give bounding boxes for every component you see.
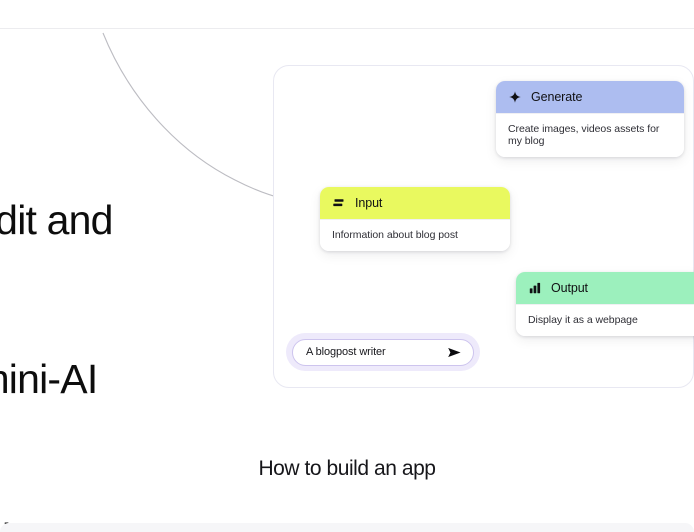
input-bars-icon <box>333 199 344 207</box>
flow-node-generate-header: Generate <box>496 81 684 113</box>
flow-node-input-header: Input <box>320 187 510 219</box>
caption-text: How to build an app <box>258 457 436 480</box>
flow-node-generate-title: Generate <box>531 90 583 104</box>
prompt-input-value[interactable]: A blogpost writer <box>306 346 386 358</box>
prompt-input-halo: A blogpost writer <box>286 333 480 371</box>
flow-node-input-description: Information about blog post <box>320 219 510 251</box>
headline-line-1: d, edit and <box>0 197 113 243</box>
flow-node-input-title: Input <box>355 196 383 210</box>
flow-node-output-title: Output <box>551 281 588 295</box>
flow-node-input[interactable]: Input Information about blog post <box>320 187 510 251</box>
flow-node-output[interactable]: Output Display it as a webpage <box>516 272 694 336</box>
flow-node-output-description: Display it as a webpage <box>516 304 694 336</box>
top-divider <box>0 28 694 29</box>
flow-node-generate[interactable]: Generate Create images, videos assets fo… <box>496 81 684 157</box>
flow-node-generate-description: Create images, videos assets for my blog <box>496 113 684 157</box>
bottom-sheet-edge <box>0 523 694 532</box>
sparkle-icon <box>509 91 521 103</box>
send-arrow-icon[interactable] <box>447 346 462 359</box>
bar-chart-icon <box>529 282 541 294</box>
prompt-input[interactable]: A blogpost writer <box>292 338 474 366</box>
flow-node-output-header: Output <box>516 272 694 304</box>
headline-line-2: re mini-AI <box>0 356 98 402</box>
